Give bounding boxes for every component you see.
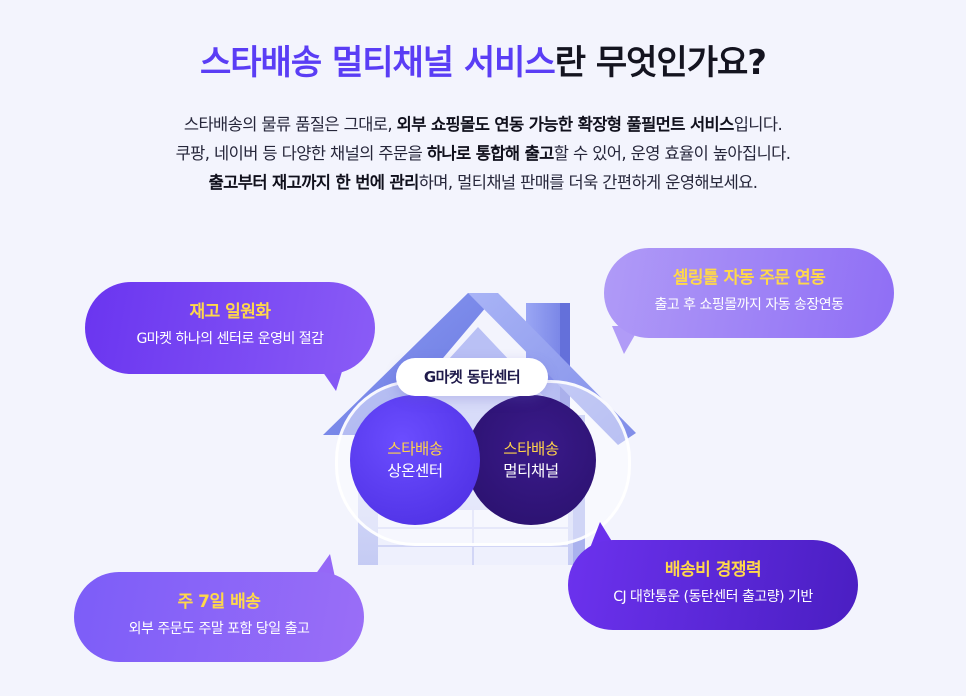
desc-text: 스타배송의 물류 품질은 그대로, bbox=[183, 115, 397, 134]
bubble-title: 배송비 경쟁력 bbox=[664, 560, 762, 580]
page-title-rest: 란 무엇인가요? bbox=[554, 43, 767, 83]
bubble-shipping-cost: 배송비 경쟁력 CJ 대한통운 (동탄센터 출고량) 기반 bbox=[568, 540, 858, 630]
description: 스타배송의 물류 품질은 그대로, 외부 쇼핑몰도 연동 가능한 확장형 풀필먼… bbox=[0, 110, 966, 197]
bubble-subtitle: G마켓 하나의 센터로 운영비 절감 bbox=[136, 331, 324, 347]
circle-label-bottom: 멀티채널 bbox=[503, 462, 559, 480]
bubble-seven-day: 주 7일 배송 외부 주문도 주말 포함 당일 출고 bbox=[74, 572, 364, 662]
desc-bold: 출고부터 재고까지 한 번에 관리 bbox=[208, 173, 420, 192]
bubble-title: 주 7일 배송 bbox=[177, 592, 261, 612]
desc-bold: 외부 쇼핑몰도 연동 가능한 확장형 풀필먼트 서비스 bbox=[396, 115, 735, 134]
desc-text: 하며, 멀티채널 판매를 더욱 간편하게 운영해보세요. bbox=[418, 173, 758, 192]
center-label-pill: G마켓 동탄센터 bbox=[396, 358, 548, 396]
desc-text: 쿠팡, 네이버 등 다양한 채널의 주문을 bbox=[175, 144, 427, 163]
page-title: 스타배송 멀티채널 서비스란 무엇인가요? bbox=[0, 40, 966, 86]
bubble-title: 재고 일원화 bbox=[189, 302, 271, 322]
description-line-3: 출고부터 재고까지 한 번에 관리하며, 멀티채널 판매를 더욱 간편하게 운영… bbox=[0, 168, 966, 197]
circle-label-top: 스타배송 bbox=[387, 440, 443, 458]
desc-bold: 하나로 통합해 출고 bbox=[426, 144, 555, 163]
bubble-order-sync: 셀링툴 자동 주문 연동 출고 후 쇼핑몰까지 자동 송장연동 bbox=[604, 248, 894, 338]
bubble-subtitle: 외부 주문도 주말 포함 당일 출고 bbox=[128, 621, 310, 637]
multichannel-circle: 스타배송 멀티채널 bbox=[466, 395, 596, 525]
ambient-center-circle: 스타배송 상온센터 bbox=[350, 395, 480, 525]
bubble-subtitle: CJ 대한통운 (동탄센터 출고량) 기반 bbox=[613, 589, 813, 605]
description-line-1: 스타배송의 물류 품질은 그대로, 외부 쇼핑몰도 연동 가능한 확장형 풀필먼… bbox=[0, 110, 966, 139]
circle-label-bottom: 상온센터 bbox=[387, 462, 443, 480]
bubble-inventory: 재고 일원화 G마켓 하나의 센터로 운영비 절감 bbox=[85, 282, 375, 374]
desc-text: 입니다. bbox=[733, 115, 783, 134]
bubble-subtitle: 출고 후 쇼핑몰까지 자동 송장연동 bbox=[654, 297, 844, 313]
circle-label-top: 스타배송 bbox=[503, 440, 559, 458]
description-line-2: 쿠팡, 네이버 등 다양한 채널의 주문을 하나로 통합해 출고할 수 있어, … bbox=[0, 139, 966, 168]
page-title-accent: 스타배송 멀티채널 서비스 bbox=[199, 43, 556, 83]
desc-text: 할 수 있어, 운영 효율이 높아집니다. bbox=[553, 144, 791, 163]
bubble-title: 셀링툴 자동 주문 연동 bbox=[672, 268, 826, 288]
